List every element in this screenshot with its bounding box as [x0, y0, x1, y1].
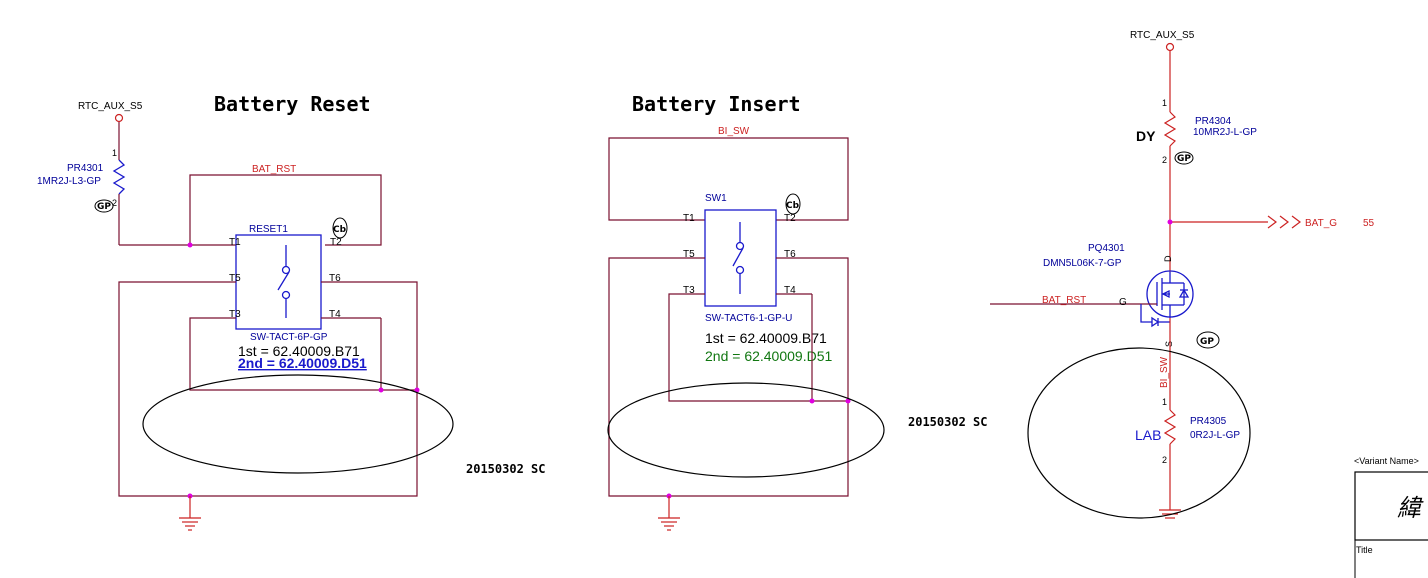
reset1-pin-t1: T1 — [229, 237, 241, 248]
power-port-rtc-left — [114, 113, 124, 123]
pr4304-pin2: 2 — [1162, 155, 1167, 165]
svg-text:Cb: Cb — [786, 201, 800, 211]
pr4305-lab-tag: LAB — [1135, 427, 1161, 443]
pr4304-pin1: 1 — [1162, 98, 1167, 108]
pq4301-value: DMN5L06K-7-GP — [1043, 258, 1122, 269]
title-block: <Variant Name> 緯 Title — [1354, 456, 1428, 578]
net-label-bat-g: BAT_G — [1305, 218, 1337, 229]
reset1-2nd-part: 2nd = 62.40009.D51 — [238, 355, 367, 371]
pr4304-dy-tag: DY — [1136, 128, 1156, 144]
bat-g-page-ref: 55 — [1363, 218, 1375, 229]
bat-g-circuit: RTC_AUX_S5 1 2 PR4304 10MR2J-L-GP DY GP … — [990, 30, 1375, 519]
svg-text:GP: GP — [1200, 337, 1214, 347]
cb-badge-1: Cb — [332, 217, 348, 239]
offpage-connector-bat-g — [1267, 215, 1301, 229]
net-label-bi-sw-vertical: BI_SW — [1159, 356, 1170, 388]
pr4301-pin2: 2 — [112, 198, 117, 208]
mosfet-pq4301 — [1146, 270, 1194, 318]
annotation-ellipse-bi-sw — [1027, 347, 1251, 519]
sw1-value: SW-TACT6-1-GP-U — [705, 313, 792, 324]
net-label-rtc-aux-right: RTC_AUX_S5 — [1130, 30, 1195, 41]
pr4304-value: 10MR2J-L-GP — [1193, 127, 1257, 138]
annotation-ellipse-insert — [607, 382, 885, 478]
date-note-reset: 20150302 SC — [466, 462, 545, 476]
pq4301-pin-s: S — [1164, 341, 1174, 347]
net-label-bi-sw-top: BI_SW — [718, 126, 750, 137]
pr4304-ref: PR4304 — [1195, 116, 1232, 127]
reset1-pin-t3: T3 — [229, 309, 241, 320]
variant-name-label: <Variant Name> — [1354, 456, 1419, 466]
battery-reset-title: Battery Reset — [214, 92, 371, 116]
pq4301-pin-g: G — [1119, 297, 1127, 308]
switch-contact-sw1 — [732, 222, 745, 294]
annotation-ellipse-reset — [142, 374, 454, 474]
sw1-pin-t2: T2 — [784, 213, 796, 224]
sw1-pin-t4: T4 — [784, 285, 796, 296]
sw1-2nd-part: 2nd = 62.40009.D51 — [705, 348, 832, 364]
reset1-1st-part: 1st = 62.40009.B71 — [238, 343, 360, 359]
gp-badge-3: GP — [1196, 331, 1220, 349]
power-port-rtc-right — [1165, 42, 1175, 52]
esd-diode-pq4301 — [1140, 304, 1170, 328]
ground-symbol-middle — [658, 496, 680, 531]
reset1-pin-t6: T6 — [329, 273, 341, 284]
svg-text:GP: GP — [97, 202, 111, 212]
ground-symbol-left — [179, 496, 201, 531]
pq4301-ref: PQ4301 — [1088, 243, 1125, 254]
sw1-pin-t5: T5 — [683, 249, 695, 260]
battery-insert-title: Battery Insert — [632, 92, 801, 116]
battery-reset-circuit: RTC_AUX_S5 1 2 PR4301 1MR2J-L3-GP GP BAT… — [37, 101, 545, 531]
pr4301-ref: PR4301 — [67, 163, 104, 174]
reset1-value: SW-TACT-6P-GP — [250, 332, 328, 343]
net-label-bat-rst-top: BAT_RST — [252, 164, 296, 175]
pr4305-pin1: 1 — [1162, 397, 1167, 407]
svg-text:GP: GP — [1177, 154, 1191, 164]
net-label-bat-rst-gate: BAT_RST — [1042, 295, 1086, 306]
net-label-rtc-aux-left: RTC_AUX_S5 — [78, 101, 143, 112]
cb-badge-2: Cb — [785, 193, 801, 215]
resistor-pr4301 — [112, 159, 126, 195]
sw1-pin-t1: T1 — [683, 213, 695, 224]
switch-contact-reset1 — [277, 245, 291, 318]
gp-badge-2: GP — [1174, 151, 1194, 165]
pr4305-value: 0R2J-L-GP — [1190, 430, 1240, 441]
sw1-1st-part: 1st = 62.40009.B71 — [705, 330, 827, 346]
sw1-ref: SW1 — [705, 193, 727, 204]
sw1-pin-t6: T6 — [784, 249, 796, 260]
pr4301-value: 1MR2J-L3-GP — [37, 176, 101, 187]
gp-badge-1: GP — [94, 199, 114, 213]
svg-text:Cb: Cb — [333, 225, 347, 235]
reset1-pin-t2: T2 — [330, 237, 342, 248]
reset1-pin-t4: T4 — [329, 309, 341, 320]
reset1-pin-t5: T5 — [229, 273, 241, 284]
pq4301-pin-d: D — [1163, 255, 1173, 262]
date-note-insert: 20150302 SC — [908, 415, 987, 429]
pr4305-ref: PR4305 — [1190, 416, 1227, 427]
switch-reset1 — [235, 234, 322, 330]
pr4305-pin2: 2 — [1162, 455, 1167, 465]
ground-symbol-right — [1159, 509, 1181, 519]
sw1-pin-t3: T3 — [683, 285, 695, 296]
title-label: Title — [1356, 545, 1373, 555]
reset1-ref: RESET1 — [249, 224, 288, 235]
battery-insert-circuit: BI_SW SW1 T1 T2 T5 T6 T3 T4 Cb SW-TACT6-… — [607, 126, 987, 531]
company-logo-char: 緯 — [1397, 494, 1424, 522]
pr4301-pin1: 1 — [112, 148, 117, 158]
